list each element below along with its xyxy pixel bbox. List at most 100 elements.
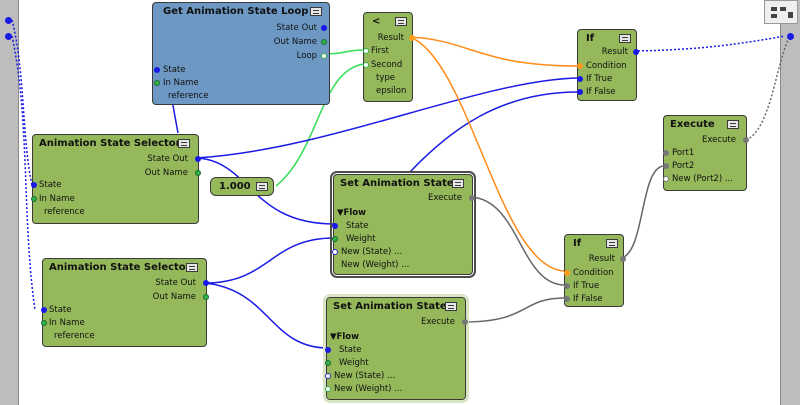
port-label: reference — [44, 207, 85, 217]
overview-thumbnail-icon[interactable] — [764, 0, 798, 24]
rail-port-2[interactable] — [5, 33, 12, 40]
flow-header[interactable]: ▼Flow — [337, 208, 366, 218]
wire-execute-to-rail — [745, 39, 789, 141]
input-port[interactable] — [564, 296, 570, 302]
node-animation-state-selector-2[interactable]: Animation State Selector State Out Out N… — [41, 258, 209, 347]
output-port[interactable] — [633, 49, 639, 55]
port-label: In Name — [49, 318, 85, 328]
port-label: State Out — [147, 154, 188, 164]
port-label: reference — [168, 91, 209, 101]
right-rail[interactable] — [780, 0, 800, 405]
output-port[interactable] — [195, 170, 201, 176]
input-port[interactable] — [41, 320, 47, 326]
wire-rail-to-selector2 — [11, 35, 36, 311]
collapse-icon[interactable] — [310, 7, 322, 16]
wire-loop-to-first — [324, 49, 365, 55]
input-port[interactable] — [325, 347, 331, 353]
input-port[interactable] — [154, 67, 160, 73]
node-set-animation-state-1[interactable]: Set Animation State Execute ▼Flow State … — [330, 171, 476, 278]
input-port[interactable] — [31, 182, 37, 188]
port-label: Execute — [421, 317, 455, 327]
input-port[interactable] — [325, 373, 331, 379]
port-label: State — [346, 221, 369, 231]
collapse-icon[interactable] — [395, 17, 407, 26]
node-less-than[interactable]: < Result First Second type epsilon — [363, 12, 415, 102]
input-port[interactable] — [332, 249, 338, 255]
port-label: reference — [54, 331, 95, 341]
output-port[interactable] — [203, 294, 209, 300]
collapse-icon[interactable] — [606, 239, 618, 248]
port-label: Port2 — [672, 161, 695, 171]
port-label: First — [371, 46, 389, 56]
port-label: Execute — [702, 135, 736, 145]
node-title: Set Animation State — [333, 301, 447, 312]
port-label: Condition — [586, 61, 627, 71]
collapse-icon[interactable] — [178, 139, 190, 148]
node-title: Animation State Selector — [49, 262, 191, 273]
output-port[interactable] — [469, 195, 475, 201]
port-label: Condition — [573, 268, 614, 278]
port-label: epsilon — [376, 86, 407, 96]
port-label: Execute — [428, 193, 462, 203]
input-port[interactable] — [332, 236, 338, 242]
input-port[interactable] — [577, 63, 583, 69]
output-port[interactable] — [409, 35, 415, 41]
output-port[interactable] — [620, 256, 626, 262]
collapse-icon[interactable] — [445, 302, 457, 311]
input-port[interactable] — [577, 76, 583, 82]
wire-rail-to-selector1 — [11, 19, 33, 186]
port-label: State — [163, 65, 186, 75]
input-port[interactable] — [154, 80, 160, 86]
input-port[interactable] — [41, 307, 47, 313]
port-label: If True — [573, 281, 600, 291]
output-port[interactable] — [321, 53, 327, 59]
node-title: Execute — [670, 119, 715, 130]
input-port[interactable] — [31, 196, 37, 202]
port-label: New (Weight) ... — [334, 384, 403, 394]
wire-selector2-to-set1weight — [204, 237, 335, 284]
input-port[interactable] — [577, 89, 583, 95]
input-port[interactable] — [564, 283, 570, 289]
output-port[interactable] — [462, 319, 468, 325]
node-set-animation-state-2[interactable]: Set Animation State Execute ▼Flow State … — [323, 294, 469, 403]
collapse-icon[interactable] — [619, 34, 631, 43]
input-port[interactable] — [363, 62, 369, 68]
collapse-icon[interactable] — [727, 120, 739, 129]
rail-port-4[interactable] — [787, 33, 794, 40]
input-port[interactable] — [325, 360, 331, 366]
wire-result-to-condition2 — [409, 36, 566, 272]
node-constant[interactable]: 1.000 — [210, 177, 274, 196]
node-execute[interactable]: Execute Execute Port1 Port2 New (Port2) … — [663, 115, 749, 191]
output-port[interactable] — [743, 137, 749, 143]
flow-header[interactable]: ▼Flow — [330, 332, 359, 342]
wire-if2-to-port2 — [621, 165, 664, 259]
node-animation-state-selector-1[interactable]: Animation State Selector State Out Out N… — [31, 134, 201, 224]
port-label: Port1 — [672, 148, 695, 158]
port-label: If False — [586, 87, 616, 97]
left-rail[interactable] — [0, 0, 19, 405]
node-get-animation-state-loop[interactable]: Get Animation State Loop State Out Out N… — [152, 2, 330, 105]
port-label: New (Port2) ... — [672, 174, 733, 184]
port-label: Loop — [296, 51, 317, 61]
output-port[interactable] — [321, 39, 327, 45]
output-port[interactable] — [195, 156, 201, 162]
input-port[interactable] — [363, 48, 369, 54]
input-port[interactable] — [663, 176, 669, 182]
input-port[interactable] — [663, 150, 669, 156]
input-port[interactable] — [663, 163, 669, 169]
node-if-1[interactable]: If Result Condition If True If False — [577, 29, 639, 101]
collapse-icon[interactable] — [256, 182, 268, 191]
input-port[interactable] — [564, 270, 570, 276]
port-label: State — [49, 305, 72, 315]
rail-port-1[interactable] — [5, 17, 12, 24]
collapse-icon[interactable] — [452, 179, 464, 188]
output-port[interactable] — [203, 280, 209, 286]
node-title: Set Animation State — [340, 178, 454, 189]
input-port[interactable] — [325, 386, 331, 392]
node-if-2[interactable]: If Result Condition If True If False — [564, 234, 626, 307]
input-port[interactable] — [332, 223, 338, 229]
collapse-icon[interactable] — [186, 263, 198, 272]
output-port[interactable] — [321, 25, 327, 31]
